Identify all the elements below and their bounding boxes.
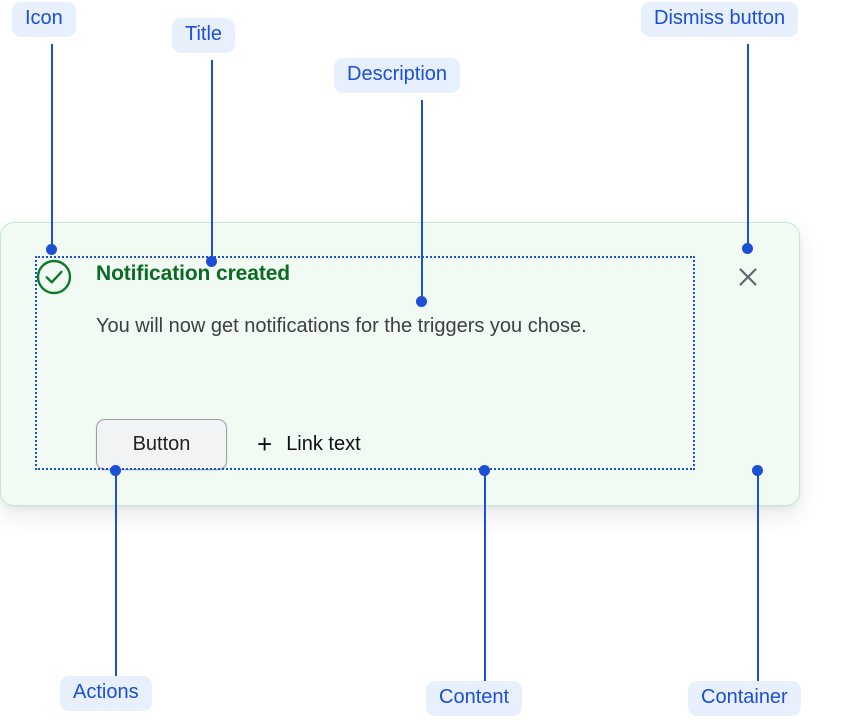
plus-icon: + [257, 428, 273, 459]
notification-title: Notification created [96, 262, 291, 285]
action-link-label: Link text [286, 433, 361, 455]
annotation-dot-content [479, 465, 490, 476]
annotation-label-icon: Icon [12, 2, 76, 37]
annotation-dot-dismiss-button [742, 243, 753, 254]
annotation-dot-icon [46, 244, 57, 255]
annotation-leader-description [421, 100, 423, 302]
annotation-leader-title [211, 60, 213, 262]
success-check-circle-icon [35, 258, 73, 296]
notification-description: You will now get notifications for the t… [96, 315, 587, 337]
action-link[interactable]: + Link text [257, 428, 361, 459]
annotation-label-actions: Actions [60, 676, 152, 711]
annotation-label-container: Container [688, 681, 801, 716]
annotation-leader-content [484, 475, 486, 681]
annotation-label-description: Description [334, 58, 461, 93]
annotation-leader-dismiss-button [747, 44, 749, 250]
annotation-dot-title [206, 256, 217, 267]
annotation-dot-container [752, 465, 763, 476]
annotation-leader-icon [51, 44, 53, 250]
annotation-label-title: Title [172, 18, 236, 53]
annotation-label-content: Content [426, 681, 523, 716]
annotation-dot-actions [110, 465, 121, 476]
close-x-icon [736, 265, 760, 292]
action-button[interactable]: Button [96, 419, 227, 470]
annotation-leader-container [757, 475, 759, 681]
annotation-label-dismiss-button: Dismiss button [641, 2, 799, 37]
action-button-label: Button [132, 433, 191, 455]
notification-actions: Button + Link text [96, 419, 361, 470]
annotation-dot-description [416, 296, 427, 307]
dismiss-button[interactable] [728, 258, 768, 298]
annotation-leader-actions [115, 471, 117, 676]
